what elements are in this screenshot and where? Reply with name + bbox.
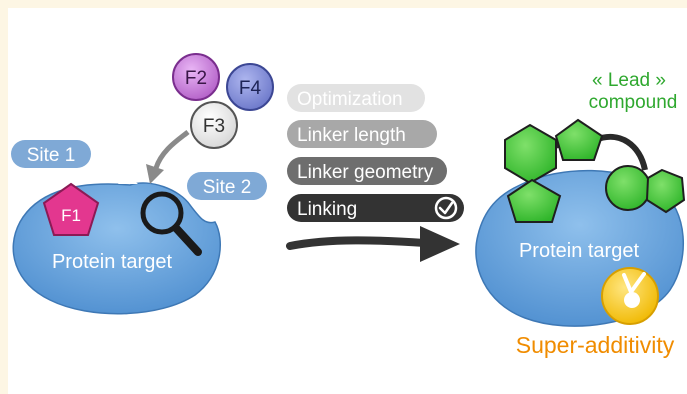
fragment-f2-label: F2 xyxy=(185,68,207,89)
step-linker-geometry-pill xyxy=(287,157,447,185)
lead-title-line2: compound xyxy=(589,92,678,113)
fragment-f4-shape xyxy=(226,63,274,111)
step-optimization-label: Optimization xyxy=(297,89,403,110)
step-linker-geometry-label: Linker geometry xyxy=(297,162,434,183)
step-linking-pill xyxy=(287,194,464,222)
super-additivity-label: Super-additivity xyxy=(516,332,675,358)
fragment-f1-label: F1 xyxy=(61,206,81,225)
lead-pentagon-top xyxy=(554,118,604,161)
fragment-f2-shape xyxy=(172,53,220,101)
step-linker-length-pill xyxy=(287,120,437,148)
step-optimization-pill xyxy=(287,84,425,112)
curved-arrow xyxy=(153,130,190,169)
right-protein-label: Protein target xyxy=(519,240,640,262)
site1-badge xyxy=(11,140,91,168)
lead-hexagon-small xyxy=(645,168,686,214)
check-icon xyxy=(434,196,458,220)
arrow-icon xyxy=(286,226,460,262)
site2-label: Site 2 xyxy=(203,177,252,198)
lead-pentagon-bottom xyxy=(506,178,562,223)
site1-label: Site 1 xyxy=(27,145,76,166)
step-linking-label: Linking xyxy=(297,199,357,220)
step-linker-length-label: Linker length xyxy=(297,125,406,146)
fragment-f1-shape xyxy=(42,182,100,236)
lead-title-line1: « Lead » xyxy=(592,70,666,91)
lead-circle xyxy=(605,165,651,211)
fragment-f4-label: F4 xyxy=(239,78,262,99)
left-protein-label: Protein target xyxy=(52,251,173,273)
site2-badge xyxy=(187,172,267,200)
left-protein-notch xyxy=(118,176,138,184)
medal-icon xyxy=(601,267,659,325)
fragment-f3-label: F3 xyxy=(203,116,225,137)
lead-hexagon xyxy=(504,123,557,185)
curved-arrow-head xyxy=(146,164,164,184)
fragment-f3-shape xyxy=(190,101,238,149)
magnifier-icon xyxy=(140,191,202,256)
